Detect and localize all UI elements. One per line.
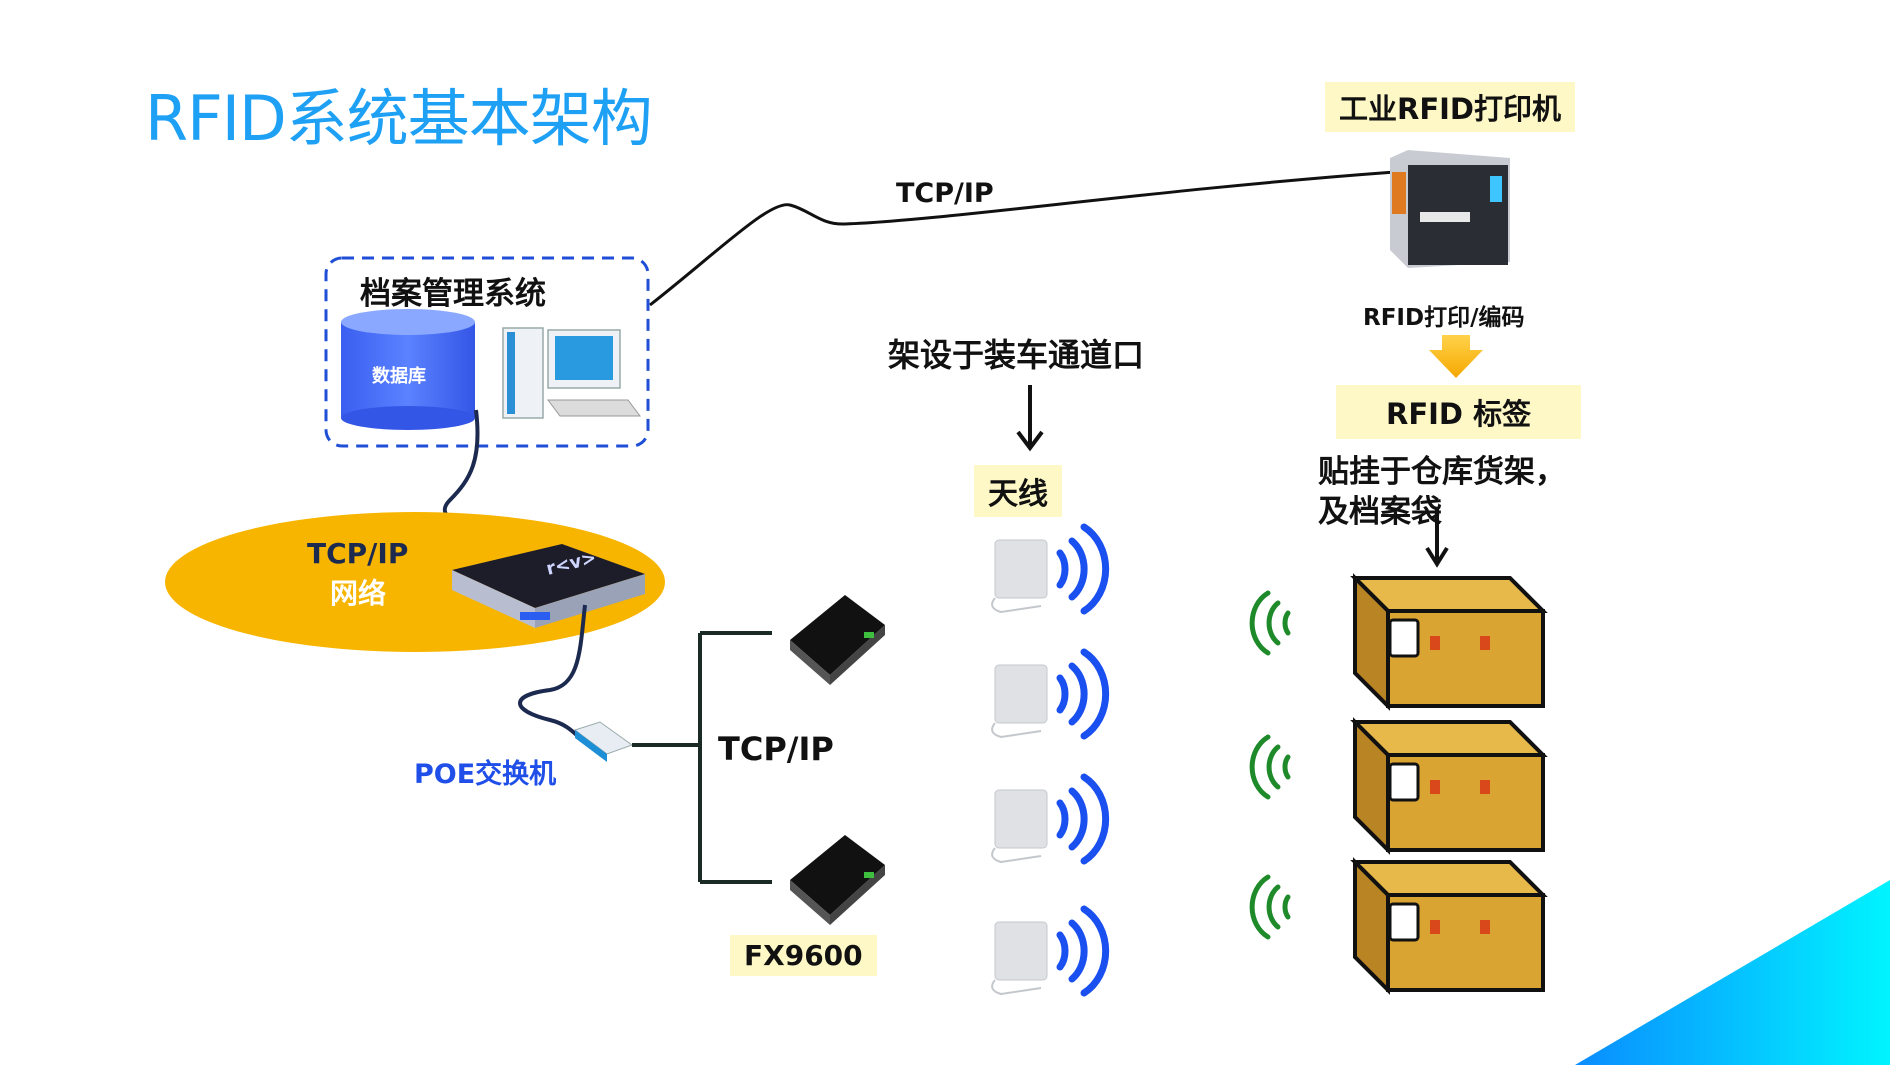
- corner-decoration: [1575, 880, 1890, 1065]
- rfid-tag-icon: [1388, 618, 1420, 658]
- archive-box-3: [1249, 857, 1548, 995]
- reader-model-label: FX9600: [730, 935, 877, 976]
- computer-icon: [502, 327, 641, 419]
- antenna-wave-icon-2: [1056, 648, 1110, 740]
- antenna-1: [991, 523, 1110, 615]
- poe-switch-label: POE交换机: [414, 759, 557, 790]
- tag-attach-arrow: [1425, 508, 1449, 568]
- router-icon: r<v>: [452, 544, 645, 628]
- poe-to-readers-line: [632, 631, 772, 884]
- poe-switch-icon: [573, 721, 634, 762]
- printer-icon: [1390, 150, 1510, 268]
- tcpip-network-label: TCP/IP: [307, 537, 409, 570]
- page-title: RFID系统基本架构: [145, 82, 653, 155]
- antenna-wave-icon-3: [1056, 773, 1110, 865]
- network-label: 网络: [330, 577, 387, 610]
- tag-attach-line2: 及档案袋: [1318, 494, 1442, 530]
- tag-wave-icon-2: [1249, 734, 1291, 800]
- print-encode-arrow: [1429, 335, 1483, 378]
- reader-device-1: [790, 595, 885, 685]
- cable-router-to-poe: [518, 604, 587, 744]
- antenna-4: [991, 905, 1110, 997]
- tcpip-readers-label: TCP/IP: [718, 730, 834, 768]
- rfid-tag-label: RFID 标签: [1336, 385, 1582, 439]
- antenna-mount-label: 架设于装车通道口: [888, 336, 1145, 374]
- rfid-tag-icon: [1388, 902, 1420, 942]
- rfid-tag-icon: [1388, 762, 1420, 802]
- tcpip-top-label: TCP/IP: [896, 178, 994, 209]
- reader-device-2: [790, 835, 885, 925]
- archive-system-box: [324, 256, 650, 448]
- tag-attach-line1: 贴挂于仓库货架，: [1318, 454, 1566, 490]
- archive-system-label: 档案管理系统: [360, 276, 546, 312]
- tag-wave-icon-3: [1249, 874, 1291, 940]
- antenna-3: [991, 773, 1110, 865]
- antenna-wave-icon-1: [1056, 523, 1110, 615]
- archive-box-2: [1249, 717, 1548, 855]
- print-encode-label: RFID打印/编码: [1363, 305, 1525, 331]
- antenna-2: [991, 648, 1110, 740]
- antenna-mount-arrow: [1016, 385, 1044, 452]
- cable-system-to-printer: [649, 170, 1396, 307]
- database-icon: [341, 309, 475, 430]
- printer-label: 工业RFID打印机: [1325, 82, 1576, 132]
- archive-box-1: [1249, 573, 1548, 711]
- database-label: 数据库: [372, 366, 426, 387]
- antenna-label: 天线: [974, 465, 1062, 517]
- tag-wave-icon-1: [1249, 590, 1291, 656]
- antenna-wave-icon-4: [1056, 905, 1110, 997]
